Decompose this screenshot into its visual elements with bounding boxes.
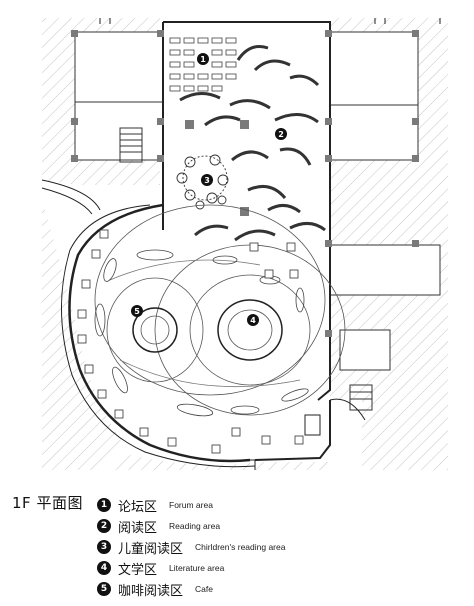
- legend-label-zh: 咖啡阅读区: [118, 583, 184, 599]
- legend-number: 4: [97, 561, 111, 575]
- marker-number: 5: [134, 307, 140, 316]
- structural-columns: [71, 30, 419, 337]
- stairs-and-doors: [99, 18, 441, 470]
- legend-item-childrens: 3 儿童阅读区 Chirldren's reading area: [97, 538, 286, 557]
- forum-seating: [169, 37, 237, 92]
- marker-number: 1: [200, 55, 206, 64]
- legend-label-zh: 文学区: [118, 562, 158, 578]
- left-building: [74, 31, 164, 163]
- marker-number: 4: [250, 316, 256, 325]
- marker-number: 2: [278, 130, 284, 139]
- childrens-reading-cluster: [176, 154, 229, 210]
- legend-number: 5: [97, 582, 111, 596]
- legend-item-forum: 1 论坛区 Forum area: [97, 496, 213, 515]
- legend-item-literature: 4 文学区 Literature area: [97, 559, 225, 578]
- legend-label-en: Cafe: [195, 584, 213, 594]
- area-marker-cafe: 5: [131, 305, 143, 317]
- reading-shelves: [179, 45, 326, 242]
- perimeter-seating: [77, 229, 304, 454]
- legend-title: 1F 平面图: [12, 494, 83, 512]
- marker-number: 3: [204, 176, 210, 185]
- legend-label-en: Forum area: [169, 500, 213, 510]
- legend-item-cafe: 5 咖啡阅读区 Cafe: [97, 580, 213, 599]
- oval-tables: [94, 249, 309, 417]
- legend-label-en: Chirldren's reading area: [195, 542, 286, 552]
- legend-label-en: Reading area: [169, 521, 221, 531]
- legend-label-zh: 论坛区: [118, 499, 158, 515]
- right-building: [329, 31, 441, 411]
- area-marker-childrens: 3: [201, 174, 213, 186]
- floor-plan: 1 2 3 4 5: [41, 18, 448, 470]
- area-marker-literature: 4: [247, 314, 259, 326]
- legend-number: 1: [97, 498, 111, 512]
- area-marker-reading: 2: [275, 128, 287, 140]
- legend: 1F 平面图 1 论坛区 Forum area 2 阅读区 Reading ar…: [0, 486, 474, 606]
- legend-label-en: Literature area: [169, 563, 225, 573]
- legend-number: 3: [97, 540, 111, 554]
- legend-number: 2: [97, 519, 111, 533]
- area-markers: 1 2 3 4 5: [131, 53, 287, 326]
- area-marker-forum: 1: [197, 53, 209, 65]
- legend-item-reading: 2 阅读区 Reading area: [97, 517, 221, 536]
- legend-label-zh: 阅读区: [118, 520, 158, 536]
- legend-label-zh: 儿童阅读区: [118, 541, 184, 557]
